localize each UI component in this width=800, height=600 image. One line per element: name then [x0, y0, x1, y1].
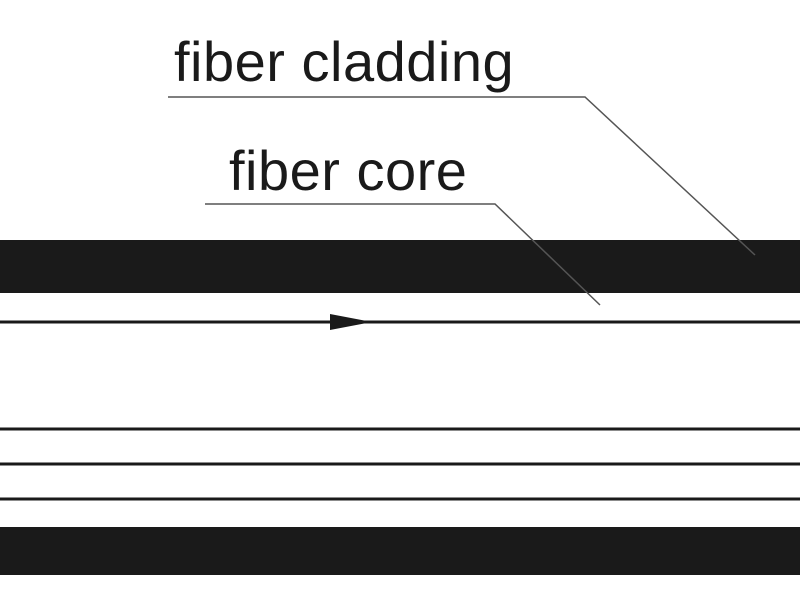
leader-line-core	[205, 203, 601, 306]
leader-line-cladding	[168, 96, 756, 256]
cladding-band-bottom	[0, 527, 800, 575]
ray-arrowhead	[330, 314, 372, 330]
label-fiber-cladding: fiber cladding	[174, 30, 515, 93]
cladding-band-top	[0, 240, 800, 293]
label-fiber-core: fiber core	[229, 139, 468, 202]
